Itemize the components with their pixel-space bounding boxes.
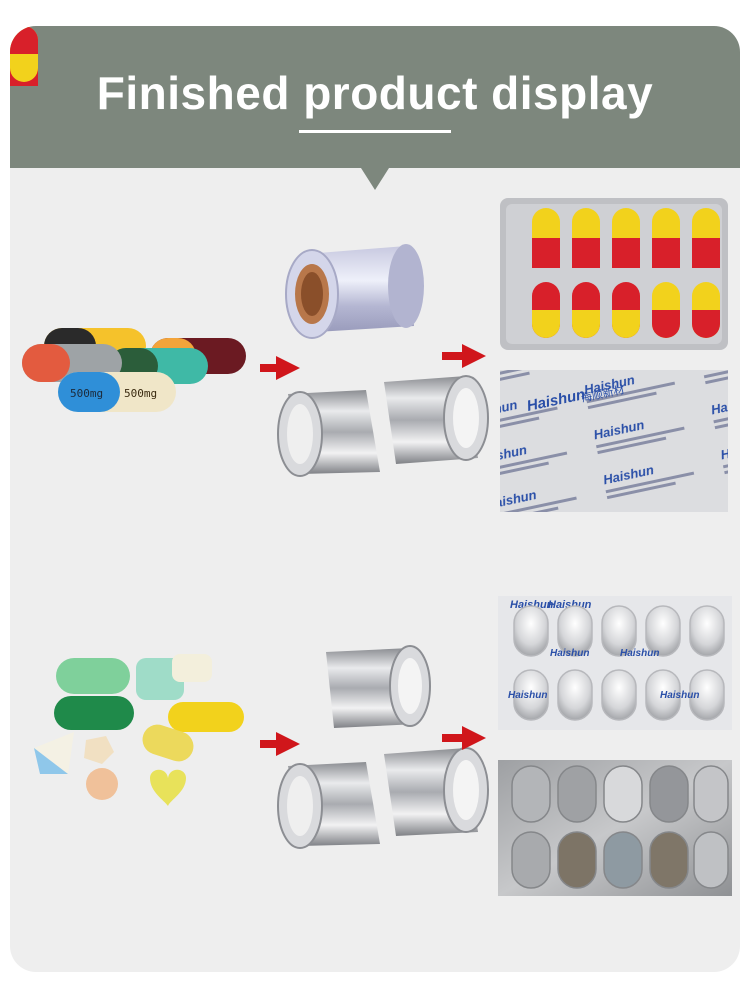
tablet-dark-green xyxy=(54,696,134,730)
capsule-label-b: 500mg xyxy=(124,387,157,400)
svg-text:Haishun: Haishun xyxy=(660,690,699,701)
capsule-blister-pack xyxy=(10,26,728,350)
tablet-triangle xyxy=(34,732,74,774)
title-underline xyxy=(299,130,451,133)
tablet-cream xyxy=(172,654,212,682)
arrow-right-icon xyxy=(260,732,300,756)
arrow-right-icon xyxy=(442,344,486,368)
aluminum-back-pack xyxy=(498,760,732,896)
pvc-film-roll xyxy=(285,244,424,339)
tablet-hexagon xyxy=(84,736,114,764)
cold-form-blister-pack: Haishun Haishun Haishun Haishun Haishun … xyxy=(498,596,732,730)
page-title: Finished product display xyxy=(96,67,654,119)
svg-text:Haishun: Haishun xyxy=(510,599,554,611)
tablet-yellow-oval xyxy=(142,724,194,762)
tablet-yellow-long xyxy=(168,702,244,732)
svg-text:Haishun: Haishun xyxy=(620,648,659,659)
tablets-group xyxy=(34,654,244,806)
header-pointer xyxy=(361,168,389,190)
svg-text:Haishun: Haishun xyxy=(508,690,547,701)
aluminum-foil-rolls-2 xyxy=(277,645,489,849)
arrow-right-icon xyxy=(442,726,486,750)
printed-foil-back: Haishun 海顺新材 xyxy=(500,370,728,512)
tablet-peach-round xyxy=(86,768,118,800)
aluminum-foil-rolls-1 xyxy=(277,375,489,477)
capsule-label-a: 500mg xyxy=(70,387,103,400)
svg-text:Haishun: Haishun xyxy=(550,648,589,659)
arrow-right-icon xyxy=(260,356,300,380)
tablet-light-green xyxy=(56,658,130,694)
product-scene: Haishun 500mg 500mg xyxy=(10,26,732,896)
product-display-card: Finished product display xyxy=(10,26,740,972)
capsules-group: 500mg 500mg xyxy=(22,328,246,412)
header-banner: Finished product display xyxy=(10,26,740,168)
tablet-heart xyxy=(150,769,186,806)
